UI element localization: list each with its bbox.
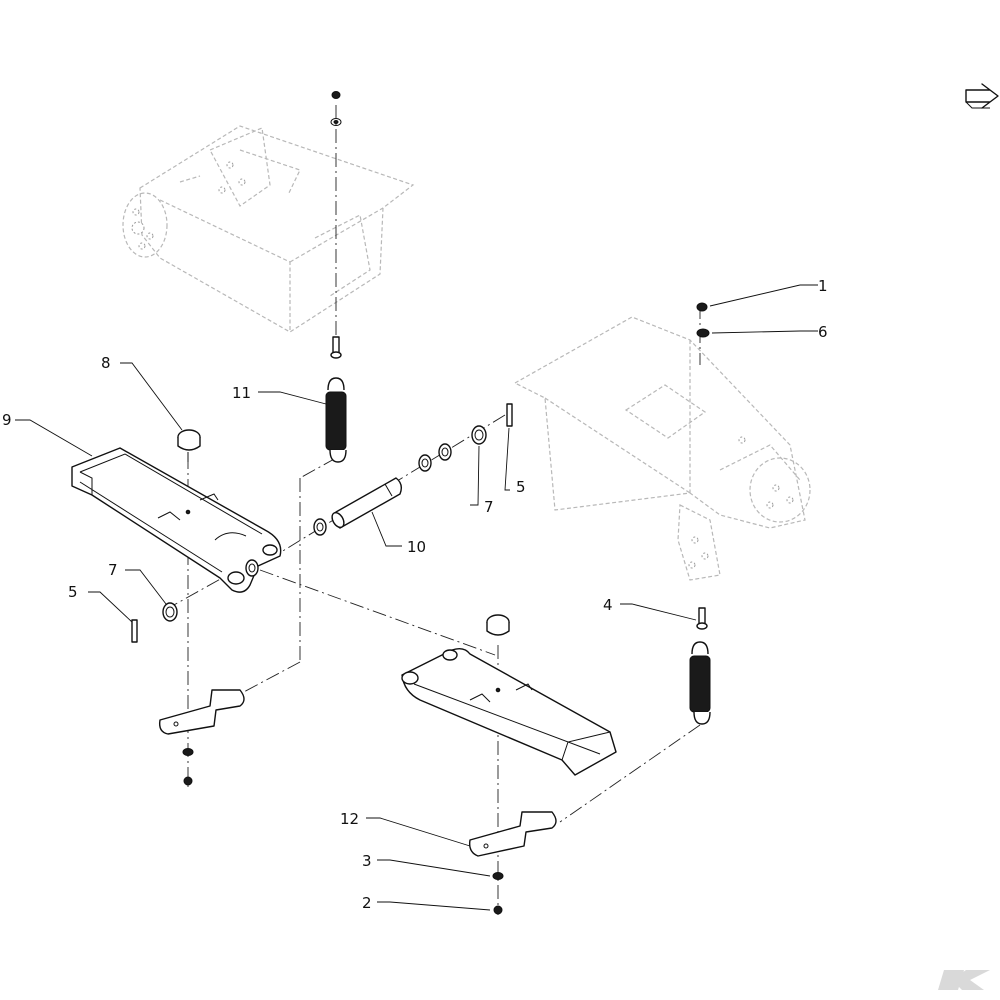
callout-2: 2 (362, 894, 372, 912)
spring-right (689, 641, 711, 725)
nut-left-lower (183, 776, 193, 786)
callout-7-right: 7 (484, 498, 494, 516)
upper-bolt (330, 336, 342, 359)
callout-1: 1 (818, 277, 828, 295)
direction-arrow-icon (965, 83, 999, 109)
ghost-frame-right (513, 316, 811, 581)
snap-ring-part-7-right (471, 425, 487, 445)
washer-part-3 (492, 872, 504, 880)
callout-7-left: 7 (108, 561, 118, 579)
callout-8: 8 (101, 354, 111, 372)
bracket-left (158, 689, 245, 735)
callout-3: 3 (362, 852, 372, 870)
nut-part-2 (493, 905, 503, 915)
snap-ring-part-7-left (162, 602, 178, 622)
ghost-frame-upper (122, 125, 415, 333)
knob-right (486, 614, 510, 636)
pin-washer-a (418, 454, 432, 472)
bolt-part-4 (696, 607, 708, 630)
leader-lines (15, 284, 818, 911)
brand-logo-icon (938, 970, 990, 990)
callout-4: 4 (603, 596, 613, 614)
roll-pin-part-5-left (131, 619, 138, 643)
arm-washer-left (245, 559, 259, 577)
callout-9: 9 (2, 411, 12, 429)
callout-5-right: 5 (516, 478, 526, 496)
washer-part-6 (696, 328, 710, 338)
arm-part-9 (71, 447, 282, 593)
callout-6: 6 (818, 323, 828, 341)
callout-5-left: 5 (68, 583, 78, 601)
upper-nut (331, 91, 341, 99)
upper-washer (330, 118, 342, 126)
washer-left-lower (182, 748, 194, 756)
spring-part-11 (325, 377, 347, 463)
knob-part-8 (177, 429, 201, 462)
nut-part-1 (696, 302, 708, 312)
callout-12: 12 (340, 810, 359, 828)
assembly-center-lines (164, 105, 701, 915)
pin-washer-left (313, 518, 327, 536)
bracket-part-12 (468, 811, 557, 857)
pin-part-10 (331, 477, 403, 529)
roll-pin-part-5-right (506, 403, 513, 427)
callout-10: 10 (407, 538, 426, 556)
pin-washer-b (438, 443, 452, 461)
arm-right (401, 647, 617, 776)
callouts: 1 6 8 11 9 5 7 10 7 5 4 12 3 2 (2, 277, 828, 912)
callout-11: 11 (232, 384, 251, 402)
